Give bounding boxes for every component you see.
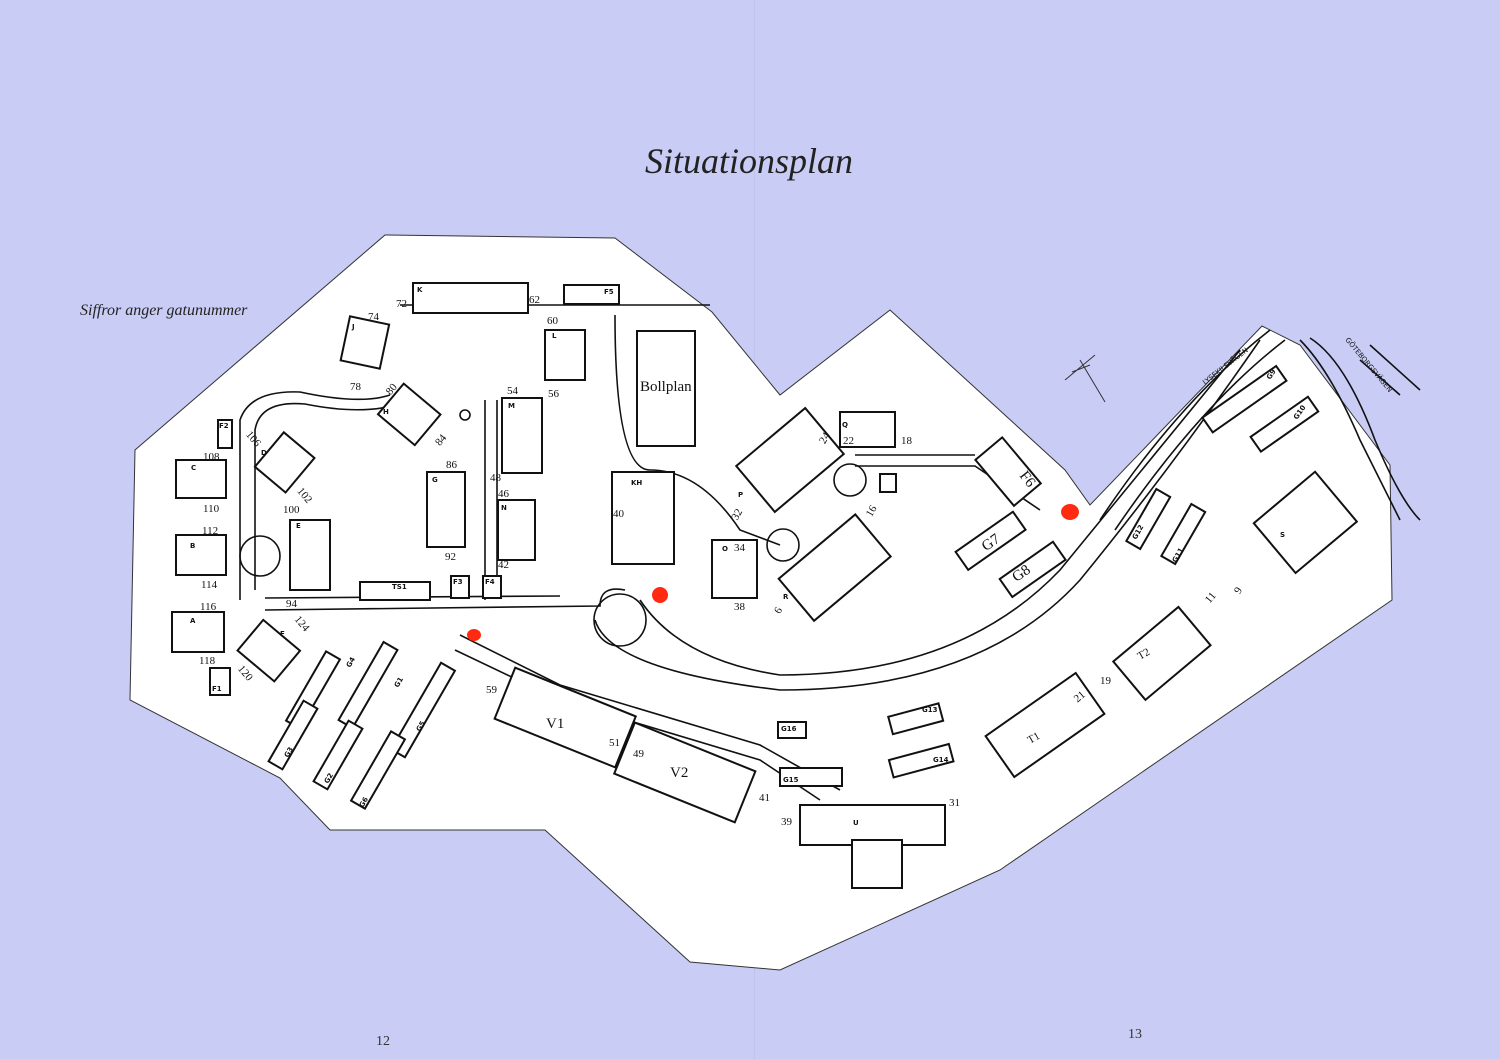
- building-U: U: [853, 819, 859, 827]
- street-number: 94: [286, 598, 298, 610]
- building-H: H: [383, 408, 389, 416]
- building-O: O: [722, 545, 728, 553]
- street-number: 54: [507, 385, 519, 397]
- building-P: P: [738, 491, 743, 499]
- building-Q: Q: [842, 421, 848, 429]
- building-F1: F1: [212, 685, 222, 693]
- marker: [1061, 504, 1079, 520]
- street-number: 31: [949, 797, 960, 809]
- building-K: K: [417, 286, 423, 294]
- street-number: 86: [446, 459, 458, 471]
- building-F4: F4: [485, 578, 495, 586]
- building-J: J: [351, 323, 355, 331]
- street-number: 9: [1232, 585, 1245, 596]
- building-R: R: [783, 593, 789, 601]
- building-labels: K F5 J L M H F2 D C G N E B TS1 F3 F4 A …: [190, 286, 1308, 827]
- building-V1: V1: [546, 716, 564, 732]
- street-number: 108: [203, 451, 220, 463]
- street-number: 92: [445, 551, 456, 563]
- building-T2: T2: [1136, 646, 1153, 663]
- street-number: 114: [201, 579, 218, 591]
- street-number: 78: [350, 381, 362, 393]
- building-F3: F3: [453, 578, 463, 586]
- building-F5: F5: [604, 288, 614, 296]
- building-L: L: [552, 332, 557, 340]
- street-number: 19: [1100, 675, 1112, 687]
- building-S: S: [1280, 531, 1285, 539]
- building-G15: G15: [783, 776, 799, 784]
- street-number: 22: [843, 435, 854, 447]
- street-number: 51: [609, 737, 620, 749]
- street-number: 59: [486, 684, 498, 696]
- site-area: [129, 234, 1393, 971]
- roads: [239, 304, 1421, 801]
- street-number: 116: [200, 601, 217, 613]
- page-number-right: 13: [1128, 1027, 1142, 1042]
- building-TS1: TS1: [392, 583, 407, 591]
- street-number: 34: [734, 542, 746, 554]
- building-T1: T1: [1026, 730, 1043, 747]
- building-C: C: [191, 464, 196, 472]
- buildings: [171, 282, 1359, 889]
- street-number: 39: [781, 816, 793, 828]
- street-number: 46: [498, 488, 510, 500]
- building-G14: G14: [933, 756, 949, 764]
- building-D: D: [261, 449, 267, 457]
- red-markers: [467, 504, 1079, 641]
- street-number: 49: [633, 748, 645, 760]
- street-number: 18: [901, 435, 913, 447]
- street-number: 42: [498, 559, 509, 571]
- legend-note: Siffror anger gatunummer: [80, 302, 248, 319]
- street-number: 100: [283, 504, 300, 516]
- building-A: A: [190, 617, 196, 625]
- street-number: 110: [203, 503, 220, 515]
- building-G: G: [432, 476, 438, 484]
- street-number: 112: [202, 525, 218, 537]
- marker: [652, 587, 668, 603]
- bollplan-label: Bollplan: [640, 379, 692, 395]
- building-N: N: [501, 504, 507, 512]
- building-E: E: [296, 522, 301, 530]
- north-arrow-icon: [1064, 354, 1106, 403]
- road-label-goteborgsvagen: GÖTEBORGSVÄGEN: [1343, 336, 1394, 394]
- marker: [467, 629, 481, 641]
- building-F: F: [280, 630, 285, 638]
- street-number: 60: [547, 315, 559, 327]
- street-number: 6: [772, 605, 785, 616]
- street-number: 118: [199, 655, 216, 667]
- building-M: M: [508, 402, 515, 410]
- street-number: 48: [490, 472, 502, 484]
- building-B: B: [190, 542, 195, 550]
- street-number: 56: [548, 388, 560, 400]
- street-number: 72: [396, 298, 407, 310]
- street-number: 62: [529, 294, 540, 306]
- building-V2: V2: [670, 765, 688, 781]
- street-number: 32: [729, 507, 745, 523]
- page-number-left: 12: [376, 1034, 390, 1049]
- kh-label: KH: [631, 479, 642, 487]
- street-number: 41: [759, 792, 770, 804]
- street-number: 38: [734, 601, 746, 613]
- page-title: Situationsplan: [645, 141, 854, 181]
- building-F2: F2: [219, 422, 229, 430]
- street-number: 40: [613, 508, 625, 520]
- street-number: 74: [368, 311, 380, 323]
- building-G13: G13: [922, 706, 938, 714]
- building-G16: G16: [781, 725, 797, 733]
